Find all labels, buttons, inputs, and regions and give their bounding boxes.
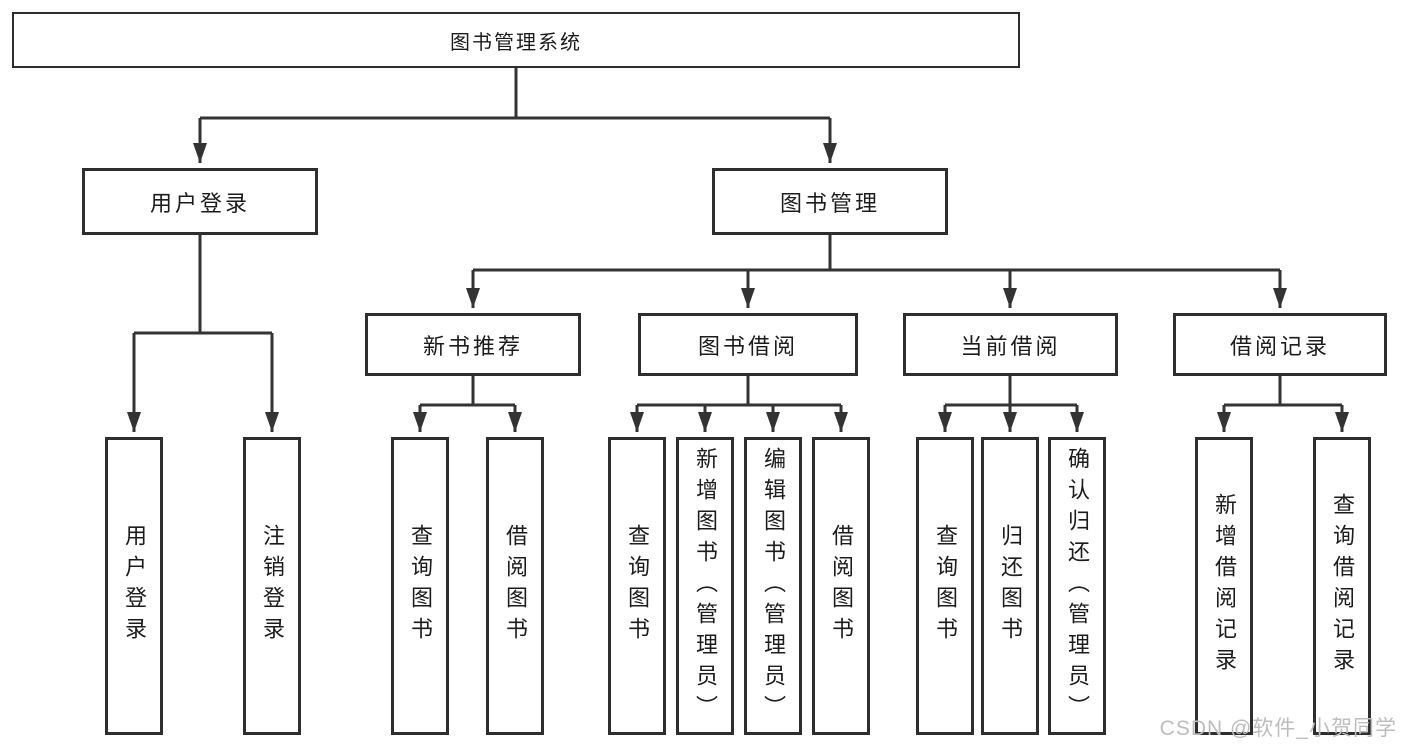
leaf-edit-book-admin-label: 编辑图书（管理员） <box>761 446 786 726</box>
node-current-borrow-label: 当前借阅 <box>960 333 1061 359</box>
node-book-management: 图书管理 <box>712 168 948 235</box>
leaf-borrow-books-2-label: 借阅图书 <box>829 524 854 648</box>
leaf-query-books-3-label: 查询图书 <box>933 524 958 648</box>
node-user-login: 用户登录 <box>82 168 318 235</box>
leaf-confirm-return-admin-label: 确认归还（管理员） <box>1065 446 1090 726</box>
leaf-query-borrow-record: 查询借阅记录 <box>1313 437 1371 735</box>
leaf-add-borrow-record-label: 新增借阅记录 <box>1212 493 1237 679</box>
node-new-book-recommend: 新书推荐 <box>365 313 581 376</box>
node-book-borrow-label: 图书借阅 <box>697 333 798 359</box>
leaf-user-login-label: 用户登录 <box>122 524 147 648</box>
leaf-return-book: 归还图书 <box>981 437 1039 735</box>
leaf-return-book-label: 归还图书 <box>998 524 1023 648</box>
leaf-add-book-admin: 新增图书（管理员） <box>676 437 734 735</box>
leaf-borrow-books-1: 借阅图书 <box>486 437 544 735</box>
csdn-watermark: CSDN @软件_小贺同学 <box>1159 717 1397 740</box>
leaf-query-books-1: 查询图书 <box>391 437 449 735</box>
node-borrow-records: 借阅记录 <box>1173 313 1387 376</box>
node-borrow-records-label: 借阅记录 <box>1229 333 1330 359</box>
leaf-query-books-2-label: 查询图书 <box>625 524 650 648</box>
leaf-query-books-2: 查询图书 <box>608 437 666 735</box>
leaf-query-books-1-label: 查询图书 <box>408 524 433 648</box>
node-user-login-label: 用户登录 <box>149 190 250 216</box>
node-book-management-label: 图书管理 <box>779 190 880 216</box>
node-root-label: 图书管理系统 <box>450 31 582 54</box>
leaf-borrow-books-1-label: 借阅图书 <box>503 524 528 648</box>
leaf-add-book-admin-label: 新增图书（管理员） <box>693 446 718 726</box>
leaf-query-borrow-record-label: 查询借阅记录 <box>1330 493 1355 679</box>
leaf-user-login: 用户登录 <box>105 437 163 735</box>
leaf-query-books-3: 查询图书 <box>916 437 974 735</box>
node-book-borrow: 图书借阅 <box>638 313 858 376</box>
leaf-confirm-return-admin: 确认归还（管理员） <box>1048 437 1106 735</box>
leaf-edit-book-admin: 编辑图书（管理员） <box>744 437 802 735</box>
node-new-book-recommend-label: 新书推荐 <box>422 333 523 359</box>
leaf-logout-label: 注销登录 <box>260 524 285 648</box>
node-root-system: 图书管理系统 <box>12 12 1020 68</box>
leaf-add-borrow-record: 新增借阅记录 <box>1195 437 1253 735</box>
leaf-logout: 注销登录 <box>243 437 301 735</box>
leaf-borrow-books-2: 借阅图书 <box>812 437 870 735</box>
connector-skeleton <box>134 68 1342 407</box>
node-current-borrow: 当前借阅 <box>903 313 1118 376</box>
